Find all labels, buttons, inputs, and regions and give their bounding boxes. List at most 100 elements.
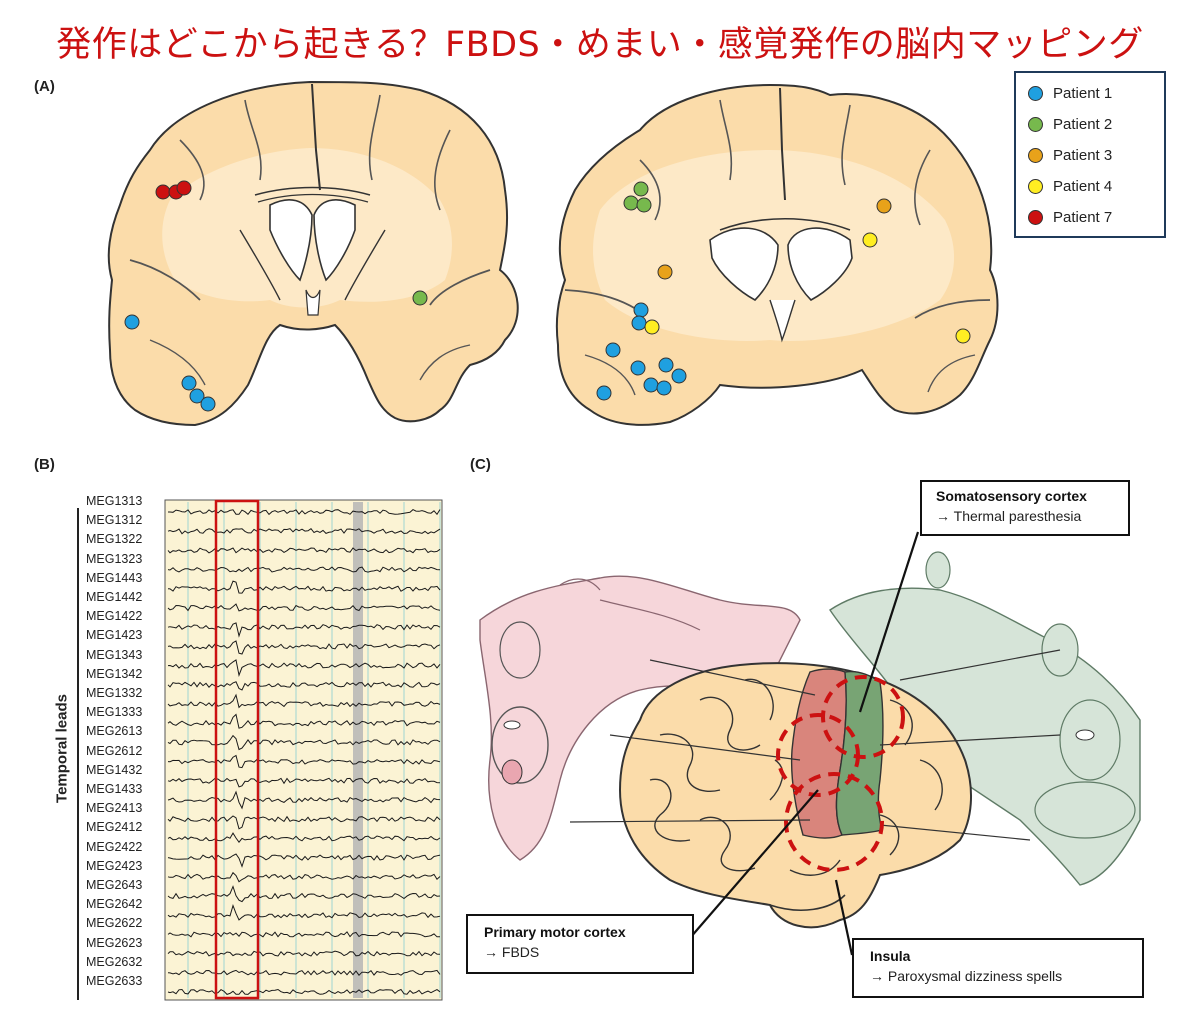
meg-trace	[167, 871, 441, 883]
coronal-slice-right	[555, 83, 999, 426]
meg-channel-label: MEG1343	[86, 647, 143, 662]
meg-channel-label: MEG1333	[86, 705, 143, 720]
panel-a-label: (A)	[34, 78, 55, 95]
meg-channel-label: MEG1332	[86, 686, 143, 700]
meg-trace	[167, 931, 441, 938]
dot-patient-2	[623, 195, 639, 211]
panel-b-label: (B)	[34, 456, 55, 473]
meg-trace	[167, 547, 441, 554]
meg-channel-label: MEG1312	[86, 513, 143, 528]
motor-title: Primary motor cortex	[484, 924, 626, 940]
legend-label: Patient 3	[1053, 147, 1113, 164]
insula-callout: Insula → Paroxysmal dizziness spells	[852, 938, 1144, 998]
meg-channel-label: MEG1323	[86, 551, 143, 566]
dot-patient-1	[671, 368, 687, 384]
meg-channel-label: MEG2412	[86, 820, 143, 835]
meg-trace	[167, 832, 441, 844]
meg-trace	[167, 640, 441, 655]
meg-trace	[168, 509, 441, 516]
dot-patient-1	[189, 388, 205, 404]
legend-swatch	[1028, 179, 1043, 194]
legend-swatch	[1028, 117, 1043, 132]
meg-trace	[167, 969, 441, 976]
meg-channel-label: MEG2623	[86, 935, 143, 950]
motor-focus-circle	[776, 713, 860, 797]
dot-patient-4	[644, 319, 660, 335]
legend-swatch	[1028, 210, 1043, 225]
meg-channel-label: MEG2423	[86, 858, 143, 873]
dot-patient-2	[412, 290, 428, 306]
dot-patient-1	[656, 380, 672, 396]
meg-channel-label: MEG1342	[86, 666, 143, 681]
meg-trace	[167, 713, 441, 729]
meg-channel-label: MEG2633	[86, 974, 143, 988]
dot-patient-1	[200, 396, 216, 412]
dot-patient-4	[862, 232, 878, 248]
meg-trace	[167, 681, 441, 691]
meg-trace	[167, 904, 441, 921]
meg-channel-label: MEG1322	[86, 532, 143, 547]
meg-channel-label: MEG1423	[86, 628, 143, 643]
meg-trace	[167, 988, 441, 995]
insula-title: Insula	[870, 948, 911, 964]
meg-trace	[167, 566, 441, 573]
meg-channel-label: MEG2612	[86, 743, 143, 758]
dot-patient-1	[631, 315, 647, 331]
legend-item: Patient 2	[1022, 109, 1162, 140]
meg-trace	[167, 659, 441, 677]
meg-trace	[167, 754, 441, 769]
meg-channel-label: MEG1442	[86, 590, 143, 604]
meg-channel-label: MEG2413	[86, 801, 143, 816]
meg-trace	[167, 603, 441, 612]
dot-patient-3	[657, 264, 673, 280]
legend-swatch	[1028, 148, 1043, 163]
meg-channel-label: MEG1443	[86, 570, 143, 585]
insula-desc: → Paroxysmal dizziness spells	[870, 968, 1063, 984]
legend-item: Patient 1	[1022, 78, 1162, 109]
dot-patient-2	[636, 197, 652, 213]
meg-trace	[167, 950, 441, 957]
motor-desc: → FBDS	[484, 944, 540, 960]
somatosensory-callout: Somatosensory cortex → Thermal paresthes…	[920, 480, 1130, 536]
meg-channel-label: MEG1313	[86, 494, 143, 508]
artifact-band	[353, 502, 363, 998]
dot-patient-3	[876, 198, 892, 214]
meg-trace	[167, 693, 441, 709]
page-title: 発作はどこから起きる？FBDS・めまい・感覚発作の脳内マッピング	[56, 25, 1144, 65]
meg-channel-label: MEG2642	[86, 897, 143, 912]
dot-patient-1	[596, 385, 612, 401]
meg-channel-label: MEG2613	[86, 724, 143, 739]
dot-patient-7	[155, 184, 171, 200]
meg-trace	[167, 815, 441, 830]
dot-patient-1	[124, 314, 140, 330]
meg-trace	[167, 885, 441, 903]
legend-item: Patient 3	[1022, 140, 1162, 171]
meg-channel-label: MEG2422	[86, 839, 143, 854]
somatosensory-desc: → Thermal paresthesia	[936, 508, 1082, 524]
patient-dots-right	[596, 181, 971, 401]
dot-patient-1	[605, 342, 621, 358]
patient-dots-left	[124, 180, 428, 412]
meg-channel-label: MEG2622	[86, 916, 143, 931]
coronal-slice-left	[107, 80, 519, 427]
insula-focus-circle	[784, 772, 884, 872]
legend-item: Patient 7	[1022, 202, 1162, 233]
motor-homunculus	[479, 575, 801, 861]
meg-traces	[167, 509, 441, 995]
legend-label: Patient 2	[1053, 116, 1113, 133]
legend-label: Patient 4	[1053, 178, 1113, 195]
meg-channel-label: MEG2632	[86, 954, 143, 969]
meg-trace-panel	[77, 499, 443, 1001]
meg-channel-label: MEG1422	[86, 609, 143, 624]
panel-c-label: (C)	[470, 456, 491, 473]
meg-trace	[167, 580, 441, 594]
legend-swatch	[1028, 86, 1043, 101]
meg-channel-label: MEG1432	[86, 762, 143, 777]
dot-patient-4	[955, 328, 971, 344]
legend-items: Patient 1 Patient 2 Patient 3 Patient 4 Pati…	[1022, 78, 1162, 233]
somatosensory-title: Somatosensory cortex	[936, 488, 1087, 504]
meg-trace	[167, 528, 441, 535]
meg-trace	[167, 734, 441, 751]
legend-item: Patient 4	[1022, 171, 1162, 202]
